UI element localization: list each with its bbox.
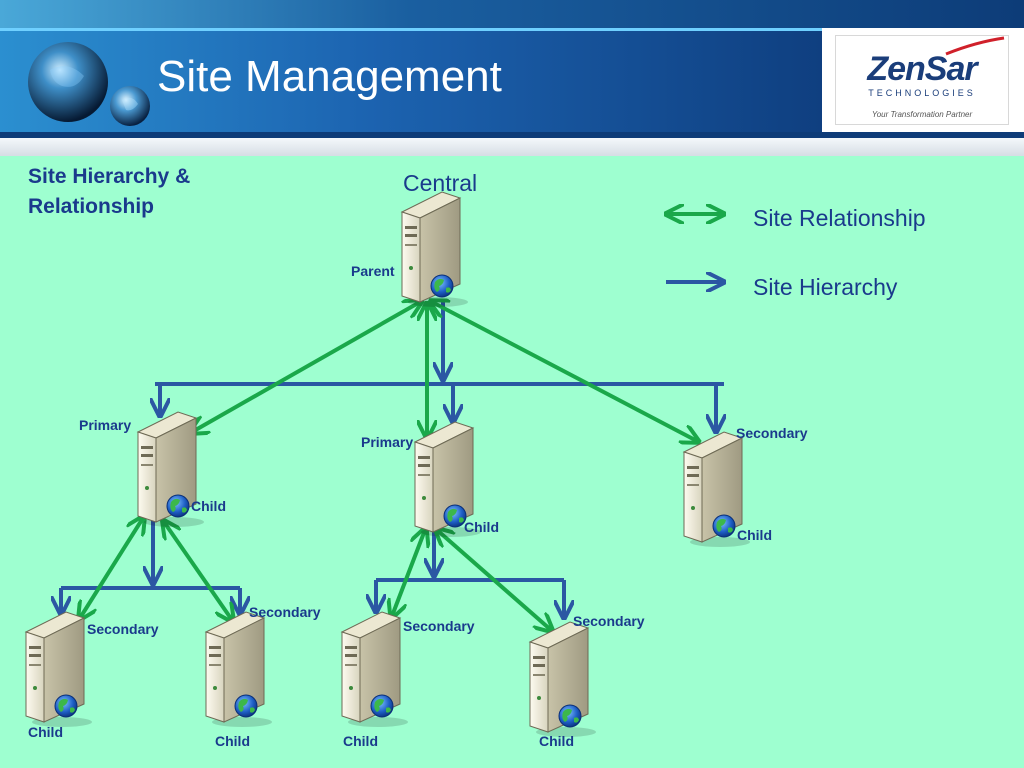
node-label-secondary1: Secondary	[736, 425, 808, 441]
node-label-sec-d-child: Child	[539, 733, 574, 749]
server-sec_a	[24, 611, 92, 727]
logo-subtitle: TECHNOLOGIES	[868, 88, 976, 98]
legend-label-hierarchy: Site Hierarchy	[753, 274, 898, 300]
node-labels: Central Parent Primary Child Primary Chi…	[28, 170, 808, 749]
header-strip	[0, 138, 1024, 156]
node-label-secondary1-child: Child	[737, 527, 772, 543]
server-nodes	[24, 191, 750, 737]
relationship-link-primary2-sec-c	[392, 530, 425, 616]
server-secondary1	[682, 431, 750, 547]
node-label-sec-b: Secondary	[249, 604, 321, 620]
logo-wordmark: ZenSar	[867, 50, 977, 88]
header-divider	[0, 132, 1024, 138]
globe-icon	[558, 704, 582, 728]
legend-label-relationship: Site Relationship	[753, 205, 926, 231]
server-primary2	[413, 421, 481, 537]
node-label-sec-c-child: Child	[343, 733, 378, 749]
node-label-sec-b-child: Child	[215, 733, 250, 749]
globe-icon	[430, 274, 454, 298]
node-label-primary1-child: Child	[191, 498, 226, 514]
node-label-sec-a-child: Child	[28, 724, 63, 740]
relationship-link-central-secondary1	[432, 302, 697, 441]
page-title: Site Management	[157, 52, 502, 101]
top-banner	[0, 0, 1024, 28]
node-label-primary2: Primary	[361, 434, 413, 450]
relationship-lines	[80, 302, 697, 630]
legend: Site Relationship Site Hierarchy	[666, 205, 926, 300]
globe-icon	[370, 694, 394, 718]
swoosh-icon	[945, 36, 1005, 56]
legend-item-relationship: Site Relationship	[668, 205, 926, 231]
globe-icon	[234, 694, 258, 718]
node-label-sec-c: Secondary	[403, 618, 475, 634]
legend-item-hierarchy: Site Hierarchy	[666, 274, 898, 300]
globe-icon	[54, 694, 78, 718]
relationship-link-central-primary1	[192, 302, 420, 432]
server-sec_b	[204, 611, 272, 727]
relationship-link-primary1-sec-b	[164, 522, 232, 620]
node-label-primary2-child: Child	[464, 519, 499, 535]
relationship-link-primary2-sec-d	[437, 530, 551, 630]
globe-icon	[712, 514, 736, 538]
node-label-sec-d: Secondary	[573, 613, 645, 629]
node-label-sec-a: Secondary	[87, 621, 159, 637]
section-heading: Site Hierarchy & Relationship	[28, 165, 191, 218]
relationship-link-primary1-sec-a	[80, 518, 143, 618]
server-central	[400, 191, 468, 307]
server-sec_d	[528, 621, 596, 737]
globe-icon	[28, 42, 150, 126]
globe-icon	[166, 494, 190, 518]
node-label-parent: Parent	[351, 263, 395, 279]
node-label-primary1: Primary	[79, 417, 131, 433]
logo-tagline: Your Transformation Partner	[871, 110, 973, 119]
server-primary1	[136, 411, 204, 527]
company-logo: ZenSar TECHNOLOGIES Your Transformation …	[836, 36, 1008, 124]
server-sec_c	[340, 611, 408, 727]
globe-icon	[443, 504, 467, 528]
node-label-central: Central	[403, 170, 477, 196]
